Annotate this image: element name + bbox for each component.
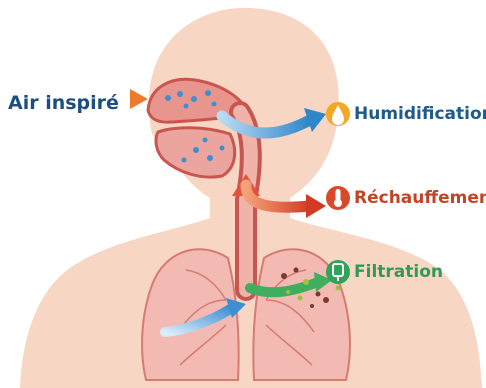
filtration-label: Filtration <box>354 262 443 282</box>
warming-label: Réchauffement <box>354 188 486 208</box>
filter-icon <box>326 260 350 284</box>
water-drop-icon <box>326 102 350 126</box>
thermometer-icon <box>326 186 350 210</box>
inspired-air-label: Air inspiré <box>8 92 119 114</box>
humidification-label: Humidification <box>354 104 486 124</box>
